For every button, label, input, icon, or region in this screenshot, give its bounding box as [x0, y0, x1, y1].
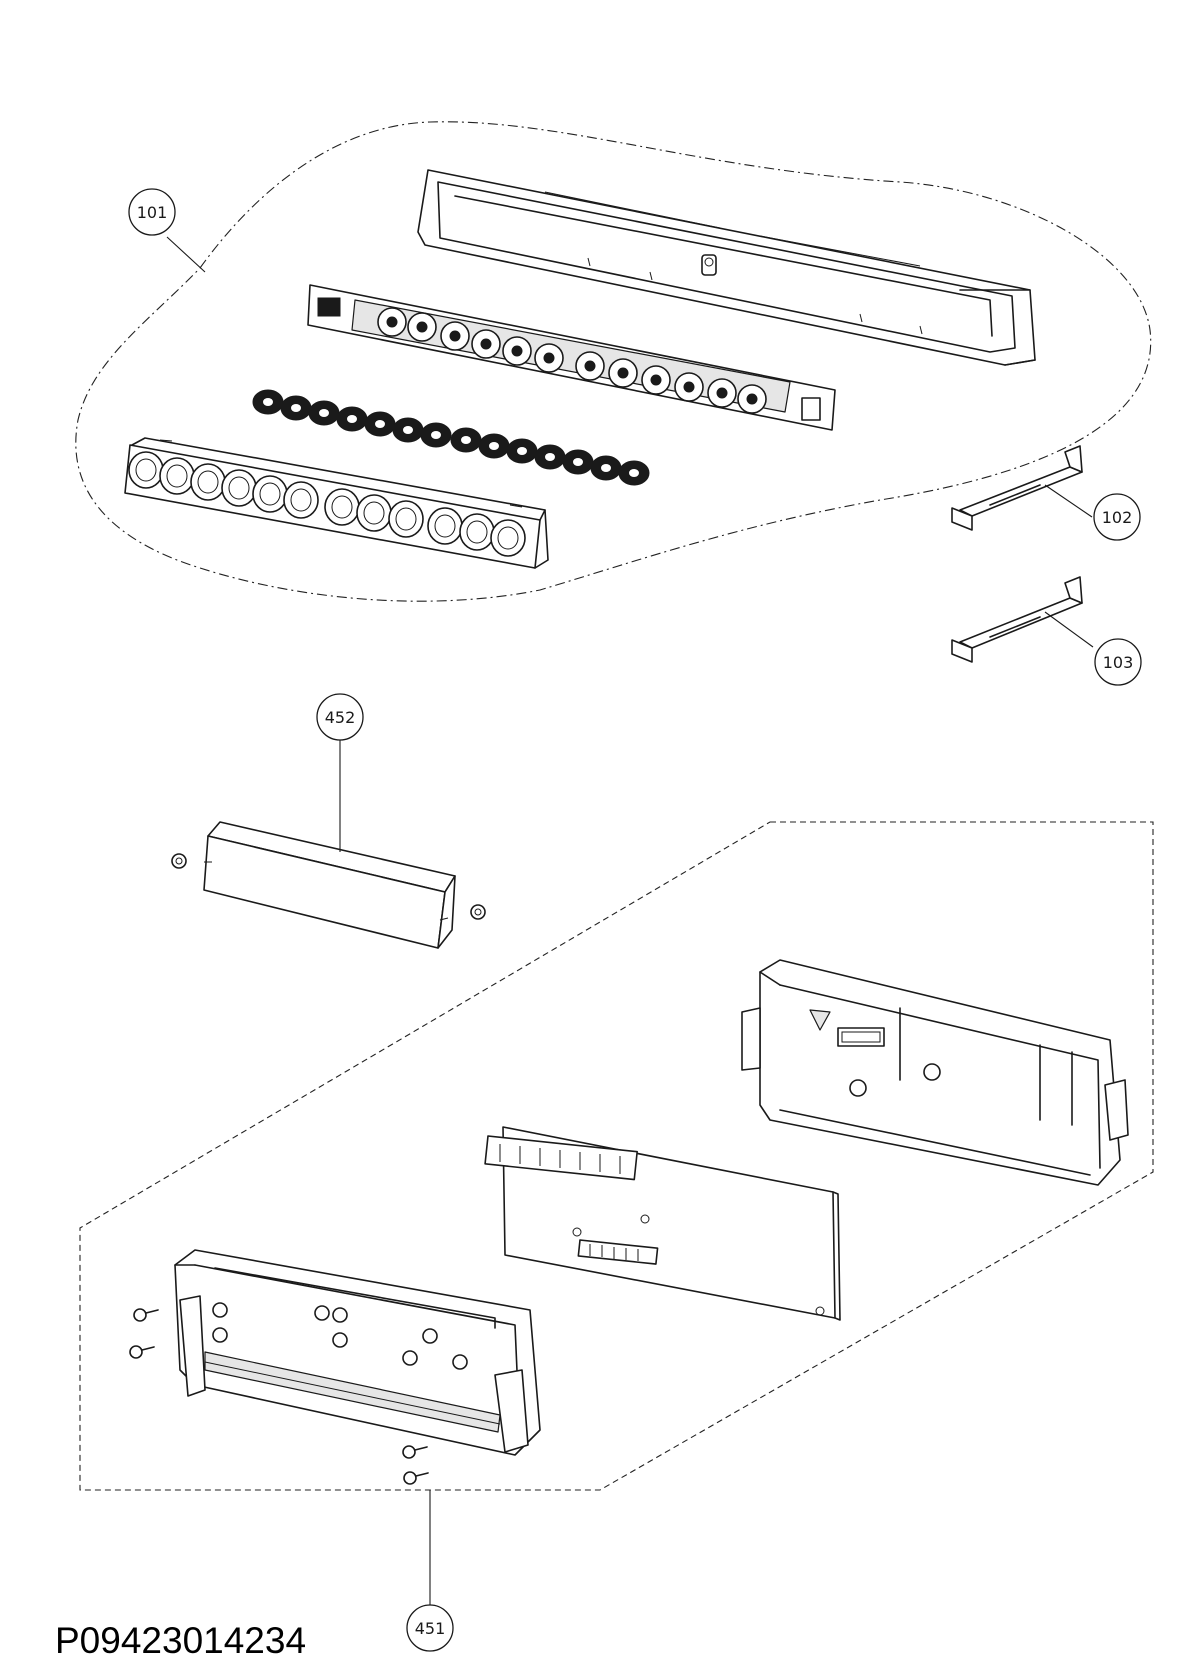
screw-icon: [171, 853, 187, 869]
clip-103: [951, 576, 1083, 663]
svg-text:102: 102: [1102, 508, 1133, 527]
leader-102: [1044, 484, 1093, 518]
screw-icon: [133, 1308, 159, 1322]
callout-103: 103: [1094, 638, 1142, 686]
drawing-code: P09423014234: [55, 1620, 306, 1661]
pcb-knob-sockets: [377, 307, 767, 414]
main-pcb: [484, 1126, 841, 1321]
assembly-101-boundary: [75, 121, 1152, 602]
leader-101: [166, 236, 206, 273]
top-frame: [417, 169, 1036, 366]
svg-text:101: 101: [137, 203, 168, 222]
screw-icon: [402, 1445, 428, 1459]
callout-102: 102: [1093, 493, 1141, 541]
bezel-rings: [128, 451, 526, 557]
callout-452: 452: [316, 693, 364, 741]
cover-452: [171, 821, 486, 949]
screw-icon: [129, 1345, 155, 1359]
screw-icon: [470, 904, 486, 920]
front-housing: [129, 1249, 541, 1485]
front-bezel: [124, 437, 549, 569]
svg-text:452: 452: [325, 708, 356, 727]
svg-text:103: 103: [1103, 653, 1134, 672]
clip-102: [951, 445, 1083, 531]
screw-icon: [403, 1471, 429, 1485]
callout-101: 101: [128, 188, 176, 236]
leader-103: [1044, 611, 1094, 648]
callout-451: 451: [406, 1604, 454, 1652]
svg-text:451: 451: [415, 1619, 446, 1638]
rubber-ring-pads: [252, 389, 650, 486]
rear-housing: [741, 959, 1129, 1186]
assembly-451-boundary: [79, 821, 1154, 1491]
control-pcb: [307, 284, 836, 431]
